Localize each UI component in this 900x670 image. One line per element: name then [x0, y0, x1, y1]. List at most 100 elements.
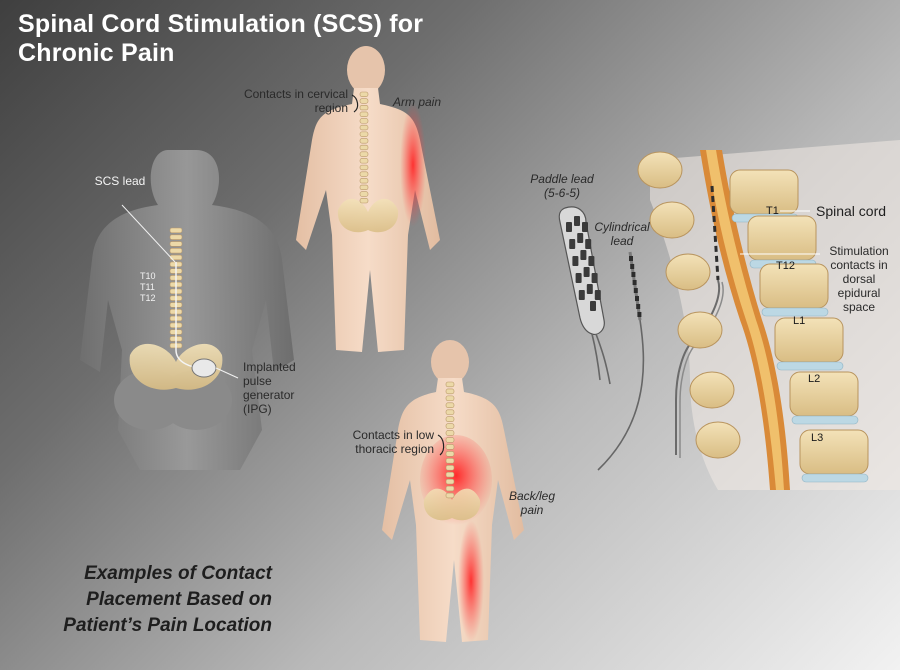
vertebra [359, 171, 369, 177]
spinal-cord-label: Spinal cord [816, 203, 887, 219]
vertebra [359, 91, 369, 97]
vertebra [445, 423, 455, 429]
vertebra [169, 248, 183, 254]
stimulation-contacts-label: Stimulation contacts in dorsal epidural … [829, 244, 889, 314]
vertebra [445, 437, 455, 443]
vertebra [445, 485, 455, 492]
vertebra [359, 111, 369, 117]
vertebra [359, 191, 369, 197]
scs-lead-label: SCS lead [94, 174, 146, 188]
vertebra [445, 464, 455, 471]
paddle-contact [582, 222, 588, 232]
stimulation-contacts [710, 185, 720, 281]
arm-pain-area [400, 103, 426, 227]
paddle-contact [588, 256, 595, 266]
page-title: Spinal Cord Stimulation (SCS) for Chroni… [18, 10, 424, 67]
vertebra [445, 451, 455, 457]
paddle-contact [583, 267, 590, 277]
vertebra [445, 471, 455, 478]
paddle-contact [569, 239, 576, 249]
vertebra [359, 198, 369, 204]
vertebra [169, 254, 183, 261]
vertebra [359, 151, 369, 157]
lower-figure-spine [445, 381, 455, 499]
vertebra-t1-label: T1 [766, 205, 779, 217]
level-t10-label: T10 [140, 271, 156, 281]
vertebra-l1-label: L1 [793, 315, 806, 327]
cylinder-contact [629, 256, 633, 261]
vertebra [445, 478, 455, 485]
ipg-label: Implanted pulse generator (IPG) [243, 360, 296, 416]
cylinder-contact [635, 296, 639, 301]
vertebra [169, 227, 183, 234]
vertebra [169, 234, 183, 240]
paddle-contact [566, 222, 572, 232]
vertebra [169, 241, 183, 247]
cervical-contacts-label: Contacts in cervical region [243, 87, 348, 115]
vertebra [359, 144, 369, 151]
cylindrical-lead-label: Cylindrical lead [594, 220, 650, 248]
vertebra [359, 104, 369, 111]
vertebra [445, 402, 455, 408]
vertebra [445, 381, 455, 388]
cylinder-contact [636, 304, 641, 309]
vertebra [445, 430, 455, 436]
paddle-contact [591, 273, 598, 283]
ipg-device [191, 358, 217, 378]
vertebra [445, 444, 455, 450]
vertebra-l3-label: L3 [811, 432, 824, 444]
grey-figure-spine [169, 227, 183, 349]
vertebra [359, 164, 369, 171]
vertebra [359, 98, 369, 104]
cervical-contacts-bracket [351, 94, 359, 113]
cylinder-contact [631, 272, 636, 277]
paddle-contact [590, 301, 596, 311]
paddle-contact [586, 284, 593, 294]
thoracic-contacts-bracket [437, 434, 445, 456]
figure-caption: Examples of Contact Placement Based on P… [63, 563, 272, 636]
paddle-contact [577, 233, 584, 243]
arm-pain-label: Arm pain [393, 95, 442, 109]
paddle-contact [594, 290, 601, 300]
vertebra [359, 124, 369, 131]
spine-cross-section [637, 140, 900, 490]
vertebra-t12-label: T12 [776, 260, 795, 272]
cylindrical-lead [597, 251, 645, 471]
paddle-lead [558, 206, 611, 385]
vertebra [445, 492, 455, 499]
cylinder-contact [632, 280, 637, 285]
vertebra [445, 458, 455, 464]
thoracic-contacts-label: Contacts in low thoracic region [352, 428, 434, 456]
vertebra [359, 131, 369, 137]
paddle-contact [575, 273, 582, 283]
leg-pain-area [458, 520, 484, 642]
ipg-pointer [215, 367, 239, 379]
vertebra [359, 158, 369, 164]
vertebra [359, 138, 369, 144]
vertebra [359, 184, 369, 191]
paddle-contact [585, 239, 592, 249]
vertebra [445, 395, 455, 402]
vertebra [359, 178, 369, 184]
vertebra [445, 388, 455, 395]
scs-lead-pointer [121, 204, 176, 263]
vertebra [359, 118, 369, 124]
cylinder-contact [633, 288, 638, 293]
upper-figure-spine [359, 91, 369, 204]
vertebra [445, 416, 455, 422]
lower-patient-figure [382, 340, 524, 642]
paddle-contact [580, 250, 587, 260]
vertebra [445, 409, 455, 415]
back-leg-pain-label: Back/leg pain [508, 489, 556, 517]
level-t11-label: T11 [140, 282, 155, 292]
paddle-contact [574, 216, 580, 226]
paddle-contact [578, 290, 585, 300]
vertebra-l2-label: L2 [808, 373, 821, 385]
cylinder-contact [630, 264, 635, 269]
grey-patient-figure [80, 150, 294, 470]
upper-patient-figure [296, 46, 440, 352]
paddle-contact [572, 256, 579, 266]
paddle-lead-label: Paddle lead (5-6-5) [530, 172, 594, 200]
level-t12-label: T12 [140, 293, 156, 303]
